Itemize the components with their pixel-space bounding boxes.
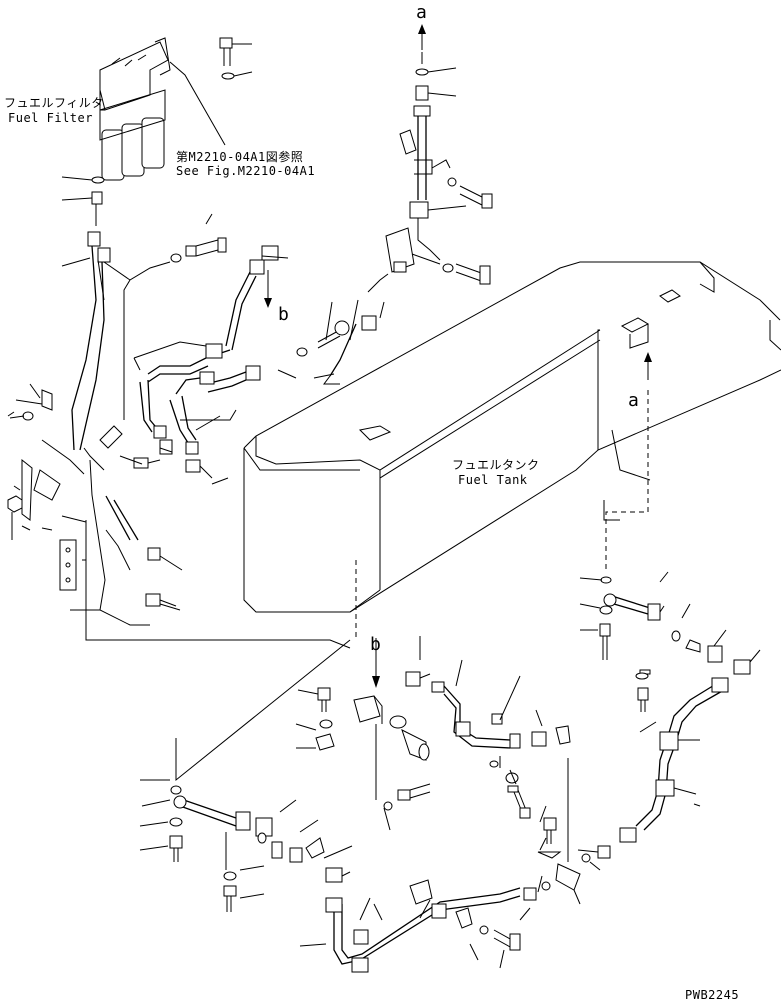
ref-a-top-label: a [416,2,428,23]
left-group-frame [85,459,351,649]
ref-b-upper-label: b [278,304,290,325]
filter-hose-1 [71,245,97,451]
fuel-filter-label-en: Fuel Filter [8,111,93,125]
lower-right-parts [577,576,751,863]
see-fig-label-jp: 第M2210-04A1図参照 [176,150,304,164]
lower-center-parts [315,638,581,973]
fuel-tank-label-jp: フュエルタンク [452,458,540,472]
fuel-tank [243,261,781,613]
fuel-filter-assembly [99,37,171,181]
top-a-line [399,24,493,261]
arrow-a-tank-head [644,352,652,362]
lower-left-parts [169,639,351,912]
filter-bolt [219,37,253,80]
fuel-filter-label-jp: フュエルフィルタ [4,96,104,110]
left-bracket-parts [7,389,123,591]
upper-center-hoses [133,245,279,455]
dashed-a-tank [605,390,649,572]
fuel-tank-label-en: Fuel Tank [458,473,528,487]
see-fig-label-en: See Fig.M2210-04A1 [176,164,316,178]
center-tank-line [296,273,389,385]
arrow-b-upper-head [264,298,272,308]
callout-leaders [7,213,761,969]
ref-a-tank-label: a [628,390,640,411]
ref-b-lower-label: b [370,634,382,655]
filter-hose-2 [79,261,105,451]
upper-right-bracket [385,227,491,285]
mid-left-fittings [105,439,213,607]
filter-outlet-fittings [61,176,131,281]
see-fig-leader [169,61,226,146]
drawing-number: PWB2245 [685,988,740,1002]
center-upper-bolt [123,237,227,420]
